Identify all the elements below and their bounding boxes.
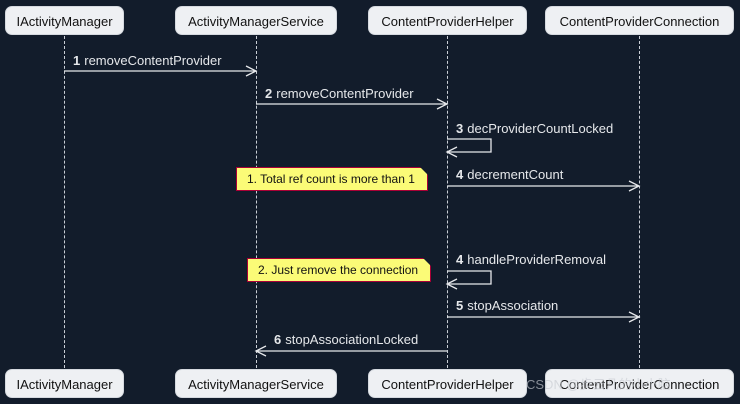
arrowhead-4b xyxy=(445,278,458,290)
participant-activitymanagerservice-bottom: ActivityManagerService xyxy=(175,369,337,398)
note-total-ref-count: 1. Total ref count is more than 1 xyxy=(236,167,428,191)
participant-iactivitymanager-bottom: IActivityManager xyxy=(5,369,124,398)
watermark: CSDN @步云凡的小小脑 xyxy=(526,377,671,392)
note-remove-connection: 2. Just remove the connection xyxy=(247,258,432,282)
lifeline-activitymanagerservice xyxy=(256,36,257,368)
arrowhead-4a xyxy=(628,180,641,192)
lifeline-contentproviderconnection xyxy=(639,36,640,368)
arrow-3-self xyxy=(447,138,492,153)
lifeline-iactivitymanager xyxy=(64,36,65,368)
participant-contentproviderconnection-bottom: ContentProviderConnection xyxy=(545,369,734,398)
participant-contentproviderconnection-top: ContentProviderConnection xyxy=(545,6,734,35)
participant-contentproviderhelper-bottom: ContentProviderHelper xyxy=(368,369,527,398)
arrow-4b-self xyxy=(447,270,492,285)
participant-iactivitymanager-top: IActivityManager xyxy=(5,6,124,35)
arrowhead-5 xyxy=(628,311,641,323)
participant-contentproviderhelper-top: ContentProviderHelper xyxy=(368,6,527,35)
arrowhead-1 xyxy=(245,65,258,77)
participant-activitymanagerservice-top: ActivityManagerService xyxy=(175,6,337,35)
lifeline-contentproviderhelper xyxy=(447,36,448,368)
arrowhead-6 xyxy=(254,345,267,357)
arrowhead-3 xyxy=(445,146,458,158)
arrowhead-2 xyxy=(436,98,449,110)
